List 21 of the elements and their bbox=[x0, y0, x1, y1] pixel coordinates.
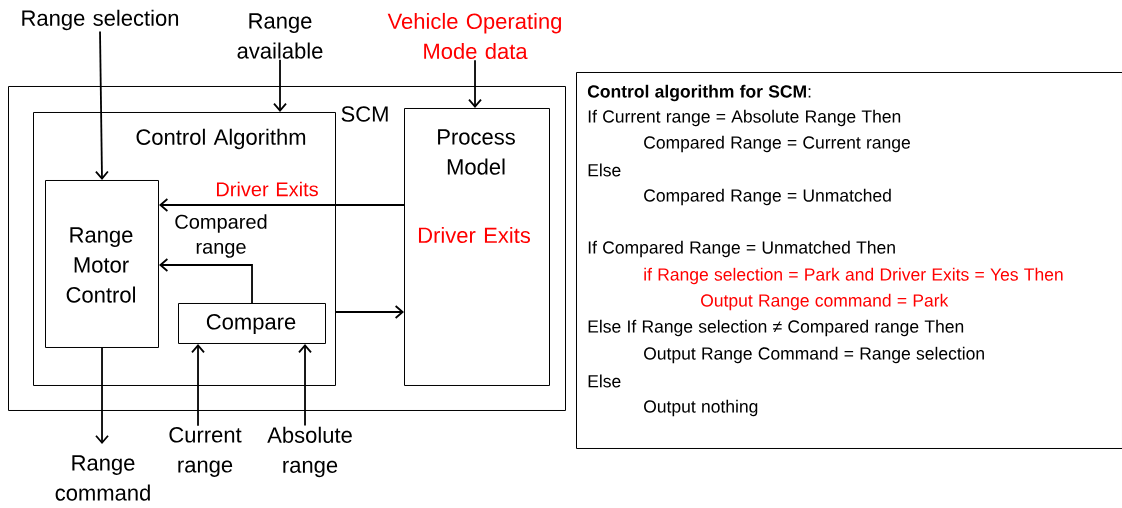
arrow bbox=[335, 305, 404, 319]
block-box: Compare bbox=[178, 303, 326, 344]
arrow bbox=[298, 344, 312, 427]
signal-label: Vehicle Operating Mode data bbox=[387, 12, 561, 60]
edge-label: Compared range bbox=[175, 214, 267, 258]
algorithm-text-box: Control algorithm for SCM: If Current range = Absolute Range Then Compared Range = Current range Else Compared Range = Unmatched If Compared Range = Unmatched Then if Range selection = Park and Driver Exits = Yes Then Output Range command = Park Else If Range selection ≠ Compared range Then Output Range Command = Range selection Else Output nothing bbox=[576, 72, 1122, 449]
arrow bbox=[159, 258, 253, 304]
block-box: Process Model Driver Exits bbox=[404, 108, 550, 386]
block-box: Range Motor Control bbox=[45, 180, 159, 348]
signal-label: Absolute range bbox=[267, 426, 352, 478]
arrow bbox=[159, 198, 405, 212]
arrow bbox=[468, 59, 482, 108]
signal-label: Range available bbox=[237, 13, 323, 59]
arrow bbox=[191, 344, 205, 427]
signal-label: Range selection bbox=[22, 9, 179, 31]
arrow bbox=[273, 58, 287, 112]
signal-label: Current range bbox=[169, 427, 242, 477]
signal-label: Range command bbox=[55, 455, 150, 501]
arrow bbox=[95, 347, 109, 445]
edge-label: Driver Exits bbox=[217, 181, 318, 197]
arrow bbox=[95, 30, 109, 180]
